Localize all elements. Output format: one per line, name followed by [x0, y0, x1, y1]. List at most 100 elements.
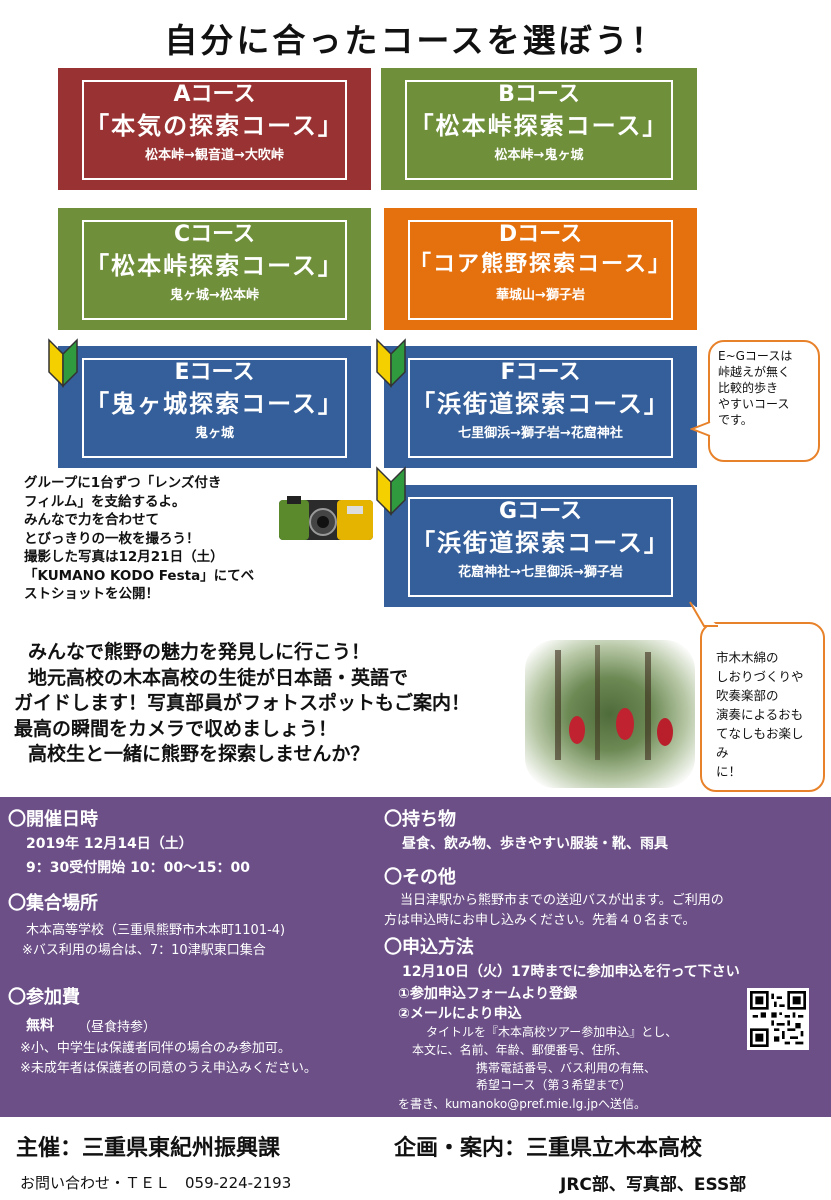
course-g-card: Gコース 「浜街道探索コース」 花窟神社→七里御浜→獅子岩 — [384, 485, 697, 607]
apply-detail: 希望コース（第３希望まで） — [476, 1078, 632, 1092]
course-frame — [408, 220, 673, 320]
course-frame — [82, 358, 347, 458]
course-route: 松本峠→鬼ヶ城 — [494, 148, 584, 163]
film-line: ストショットを公開！ — [24, 586, 159, 602]
apply-form: ①参加申込フォームより登録 — [398, 986, 578, 1002]
qr-pattern — [750, 991, 806, 1047]
film-line: 「KUMANO KODO Festa」にてベ — [24, 567, 255, 584]
bubble-line: 演奏によるおも — [716, 707, 804, 722]
invite-line: ガイドします！写真部員がフォトスポットもご案内！ — [14, 692, 471, 714]
bubble-line: 比較的歩き — [718, 381, 779, 395]
course-route: 華城山→獅子岩 — [496, 288, 585, 303]
course-b-card: Bコース 「松本峠探索コース」 松本峠→鬼ヶ城 — [381, 68, 697, 190]
planner: 企画・案内：三重県立木本高校 — [394, 1136, 703, 1161]
film-line: フィルム」を支給するよ。 — [24, 493, 186, 510]
invitation-text: みんなで熊野の魅力を発見しに行こう！ 地元高校の木本高校の生徒が日本語・英語で … — [14, 640, 534, 768]
organizer: 主催：三重県東紀州振興課 — [16, 1136, 281, 1161]
apply-deadline: 12月10日（火）17時までに参加申込を行って下さい — [402, 964, 740, 980]
film-line: グループに1台ずつ「レンズ付き — [24, 475, 222, 491]
course-note-bubble: E~Gコースは 峠越えが無く 比較的歩き やすいコース です。 — [708, 340, 820, 462]
fee-heading: 〇参加費 — [8, 987, 80, 1008]
apply-detail: タイトルを『木本高校ツアー参加申込』とし、 — [426, 1025, 678, 1039]
apply-detail: 携帯電話番号、バス利用の有無、 — [476, 1061, 657, 1075]
info-panel: 〇開催日時 2019年 12月14日（土） 9：30受付開始 10：00〜15：… — [0, 797, 831, 1117]
course-frame — [408, 358, 673, 458]
course-title: 「鬼ヶ城探索コース」 — [85, 390, 344, 418]
film-line: とびっきりの一枚を撮ろう！ — [24, 530, 200, 547]
course-frame — [82, 220, 347, 320]
course-frame — [405, 80, 673, 180]
course-name: Dコース — [498, 222, 583, 247]
bubble-line: やすいコース — [718, 397, 790, 411]
event-time: 9：30受付開始 10：00〜15：00 — [26, 860, 251, 876]
date-heading: 〇開催日時 — [8, 809, 98, 830]
course-route: 鬼ヶ城 — [194, 426, 234, 441]
fee-minor-note: ※未成年者は保護者の同意のうえ申込みください。 — [20, 1061, 317, 1076]
beginner-leaf-icon — [376, 466, 406, 516]
apply-email: ②メールにより申込 — [398, 1006, 522, 1022]
course-title: 「松本峠探索コース」 — [409, 112, 669, 140]
course-d-card: Dコース 「コア熊野探索コース」 華城山→獅子岩 — [384, 208, 697, 330]
course-route: 花窟神社→七里御浜→獅子岩 — [458, 565, 623, 580]
course-route: 松本峠→観音道→大吹峠 — [145, 148, 284, 163]
forest-photo — [525, 640, 695, 788]
bubble-line: 市木木綿の — [716, 650, 779, 665]
beginner-leaf-icon — [376, 338, 406, 388]
other-heading: 〇その他 — [384, 867, 456, 888]
course-name: Cコース — [173, 222, 256, 247]
apply-detail: を書き、kumanoko@pref.mie.lg.jpへ送信。 — [398, 1097, 646, 1111]
bring-heading: 〇持ち物 — [384, 809, 456, 830]
event-note-bubble: 市木木綿の しおりづくりや 吹奏楽部の 演奏によるおも てなしもお楽しみ に！ — [700, 622, 825, 792]
bubble-line: てなしもお楽しみ — [716, 726, 804, 760]
bubble-line: に！ — [716, 764, 742, 779]
apply-detail: 本文に、名前、年齢、郵便番号、住所、 — [412, 1043, 628, 1057]
event-date: 2019年 12月14日（土） — [26, 836, 193, 852]
course-e-card: Eコース 「鬼ヶ城探索コース」 鬼ヶ城 — [58, 346, 371, 468]
course-name: Gコース — [499, 499, 582, 524]
meeting-place: 木本高等学校（三重県熊野市木本町1101-4) — [26, 923, 286, 938]
course-title: 「コア熊野探索コース」 — [409, 252, 672, 277]
bubble-tail-icon — [690, 421, 711, 437]
invite-line: 最高の瞬間をカメラで収めましょう！ — [14, 717, 338, 740]
invite-line: 地元高校の木本高校の生徒が日本語・英語で — [28, 666, 409, 689]
fee-value: 無料 — [26, 1018, 54, 1034]
disposable-camera-icon — [279, 496, 373, 540]
bubble-line: しおりづくりや — [716, 669, 804, 684]
bubble-line: です。 — [718, 413, 753, 427]
bring-items: 昼食、飲み物、歩きやすい服装・靴、雨具 — [402, 836, 668, 852]
fee-child-note: ※小、中学生は保護者同伴の場合のみ参加可。 — [20, 1041, 291, 1056]
apply-heading: 〇申込方法 — [384, 937, 474, 958]
beginner-leaf-icon — [48, 338, 78, 388]
course-frame — [82, 80, 347, 180]
course-route: 鬼ヶ城→松本峠 — [170, 288, 259, 303]
bubble-line: 吹奏楽部の — [716, 688, 779, 703]
other-line-2: 方は申込時にお申し込みください。先着４０名まで。 — [384, 913, 696, 928]
course-title: 「松本峠探索コース」 — [85, 252, 344, 280]
qr-code-icon[interactable] — [747, 988, 809, 1050]
course-route: 七里御浜→獅子岩→花窟神社 — [458, 426, 623, 441]
bubble-tail-icon — [689, 601, 718, 627]
course-title: 「浜街道探索コース」 — [411, 529, 670, 557]
course-c-card: Cコース 「松本峠探索コース」 鬼ヶ城→松本峠 — [58, 208, 371, 330]
bubble-line: E~Gコースは — [718, 349, 793, 363]
other-line-1: 当日津駅から熊野市までの送迎バスが出ます。ご利用の — [400, 893, 724, 908]
film-line: みんなで力を合わせて — [24, 512, 159, 528]
clubs: JRC部、写真部、ESS部 — [560, 1175, 747, 1195]
contact-phone: お問い合わせ・ＴＥＬ 059-224-2193 — [20, 1174, 292, 1192]
course-name: Eコース — [174, 360, 255, 385]
course-a-card: Aコース 「本気の探索コース」 松本峠→観音道→大吹峠 — [58, 68, 371, 190]
forest-figures-icon — [555, 645, 673, 760]
bubble-line: 峠越えが無く — [718, 365, 791, 379]
course-frame — [408, 497, 673, 597]
place-heading: 〇集合場所 — [8, 893, 98, 914]
page-title: 自分に合ったコースを選ぼう！ — [164, 21, 667, 60]
film-line: 撮影した写真は12月21日（土） — [24, 549, 224, 565]
film-info-text: グループに1台ずつ「レンズ付き フィルム」を支給するよ。 みんなで力を合わせて … — [24, 474, 279, 604]
course-name: Bコース — [498, 82, 580, 107]
invite-line: 高校生と一緒に熊野を探索しませんか？ — [28, 743, 370, 765]
course-name: Aコース — [173, 82, 256, 107]
bus-note: ※バス利用の場合は、7：10津駅東口集合 — [22, 943, 266, 958]
invite-line: みんなで熊野の魅力を発見しに行こう！ — [28, 641, 371, 663]
course-name: Fコース — [500, 360, 581, 385]
fee-note: （昼食持参） — [78, 1020, 157, 1035]
